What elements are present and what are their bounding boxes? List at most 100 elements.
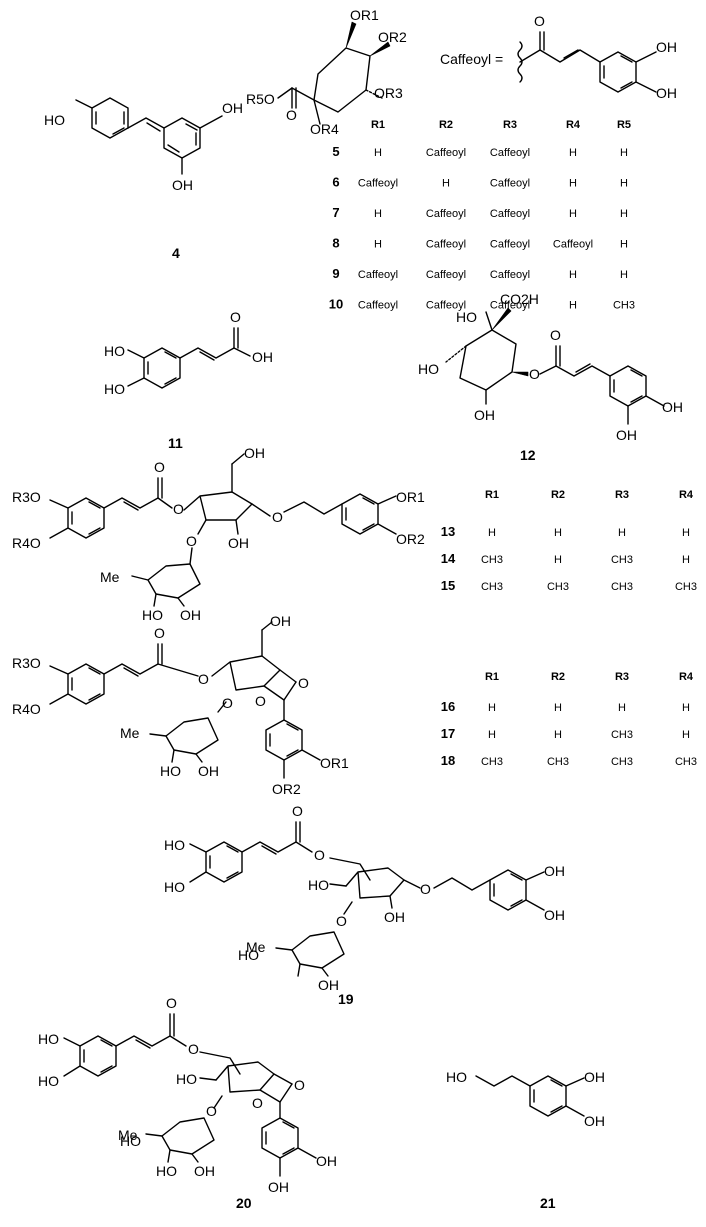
label-ho-19b: HO	[164, 879, 185, 895]
table1-row-id-5: 5	[332, 144, 339, 159]
label-oh-16b: OH	[198, 763, 219, 779]
compound-id-19: 19	[338, 991, 354, 1007]
label-o-carbonyl-19: O	[292, 803, 303, 819]
table2-cell-13-3: H	[618, 527, 626, 539]
structure-19	[189, 821, 545, 977]
table1-cell-5-1: H	[374, 147, 382, 159]
label-oh-19a: OH	[384, 909, 405, 925]
table1-cell-9-1: Caffeoyl	[358, 269, 398, 281]
table3-cell-17-1: H	[488, 729, 496, 741]
table1-row-id-8: 8	[332, 236, 339, 251]
table2-header-1: R1	[485, 489, 499, 501]
label-r4o-16: R4O	[12, 701, 41, 717]
table2-cell-15-4: CH3	[675, 581, 697, 593]
label-ho-12b: HO	[418, 361, 439, 377]
label-ho-16: HO	[160, 763, 181, 779]
label-ho-20c: HO	[176, 1071, 197, 1087]
table3-row-id-18: 18	[441, 753, 455, 768]
table3-header-1: R1	[485, 671, 499, 683]
compound-id-12: 12	[520, 447, 536, 463]
table1-cell-5-3: Caffeoyl	[490, 147, 530, 159]
table1-header-3: R3	[503, 119, 517, 131]
label-r3o-13: R3O	[12, 489, 41, 505]
table1-row-id-7: 7	[332, 205, 339, 220]
label-o-bridge-19: O	[336, 913, 347, 929]
table1-cell-8-5: H	[620, 239, 628, 251]
label-ho-19a: HO	[164, 837, 185, 853]
compound-id-20: 20	[236, 1195, 252, 1211]
label-or1-scaffold: OR1	[350, 7, 379, 23]
label-me-13: Me	[100, 569, 120, 585]
label-me-19: Me	[246, 939, 266, 955]
table3-cell-16-2: H	[554, 702, 562, 714]
table2-cell-15-3: CH3	[611, 581, 633, 593]
caffeoyl-definition-label: Caffeoyl =	[440, 51, 503, 67]
label-or3-scaffold: OR3	[374, 85, 403, 101]
label-o-ester-12: O	[529, 366, 540, 382]
label-ho-4: HO	[44, 112, 65, 128]
table1-cell-6-1: Caffeoyl	[358, 178, 398, 190]
table1-header-1: R1	[371, 119, 385, 131]
label-oh-12a: OH	[474, 407, 495, 423]
table1-cell-10-4: H	[569, 300, 577, 312]
structure-11	[127, 327, 251, 389]
label-o-glycosidic-13: O	[272, 509, 283, 525]
label-ho-13: HO	[142, 607, 163, 623]
label-or4-scaffold: OR4	[310, 121, 339, 137]
compound-id-4: 4	[172, 245, 180, 261]
label-o-bridge-16: O	[222, 695, 233, 711]
label-ho-11a: HO	[104, 343, 125, 359]
label-oh-20b: OH	[316, 1153, 337, 1169]
label-o-glycosidic-19: O	[420, 881, 431, 897]
label-me-16: Me	[120, 725, 140, 741]
label-oh-12c: OH	[616, 427, 637, 443]
label-ho-20e: HO	[156, 1163, 177, 1179]
table3-cell-17-4: H	[682, 729, 690, 741]
label-o-11: O	[230, 309, 241, 325]
table1-header-4: R4	[566, 119, 581, 131]
table1-cell-6-2: H	[442, 178, 450, 190]
label-o-bridge-13: O	[186, 533, 197, 549]
table1-row-id-10: 10	[329, 297, 343, 312]
label-o-carbonyl-12: O	[550, 327, 561, 343]
structure-4	[75, 97, 223, 175]
table1-header-5: R5	[617, 119, 631, 131]
table2-header-4: R4	[679, 489, 694, 501]
table1-cell-8-1: H	[374, 239, 382, 251]
structure-caffeoyl	[517, 31, 657, 93]
structure-scaffold-13-15	[49, 453, 397, 607]
table1-cell-7-1: H	[374, 208, 382, 220]
table1-cell-7-5: H	[620, 208, 628, 220]
table2-header-3: R3	[615, 489, 629, 501]
table1-cell-8-3: Caffeoyl	[490, 239, 530, 251]
label-or2-13: OR2	[396, 531, 425, 547]
table3-cell-18-3: CH3	[611, 756, 633, 768]
label-o-acetal-16b: O	[255, 693, 266, 709]
table1-cell-9-5: H	[620, 269, 628, 281]
table3-cell-16-3: H	[618, 702, 626, 714]
table3-header-4: R4	[679, 671, 694, 683]
structure-scaffold-16-18	[49, 621, 321, 779]
table2-cell-14-2: H	[554, 554, 562, 566]
label-ho-20a: HO	[38, 1031, 59, 1047]
table3-row-id-17: 17	[441, 726, 455, 741]
table1-row-id-9: 9	[332, 266, 339, 281]
table1-cell-7-4: H	[569, 208, 577, 220]
table1-cell-9-4: H	[569, 269, 577, 281]
label-oh-4b: OH	[172, 177, 193, 193]
label-o-carbonyl-16: O	[154, 625, 165, 641]
table2-cell-13-2: H	[554, 527, 562, 539]
label-oh-11: OH	[252, 349, 273, 365]
table1-header-2: R2	[439, 119, 453, 131]
table1-cell-10-1: Caffeoyl	[358, 300, 398, 312]
table1-cell-10-3: Caffeoyl	[490, 300, 530, 312]
label-ho-12a: HO	[456, 309, 477, 325]
label-o-ester-20: O	[188, 1041, 199, 1057]
label-or1-16: OR1	[320, 755, 349, 771]
table3-header-2: R2	[551, 671, 565, 683]
table3-cell-17-3: CH3	[611, 729, 633, 741]
label-or2-scaffold: OR2	[378, 29, 407, 45]
label-ho-19c: HO	[308, 877, 329, 893]
label-o-carbonyl-20: O	[166, 995, 177, 1011]
